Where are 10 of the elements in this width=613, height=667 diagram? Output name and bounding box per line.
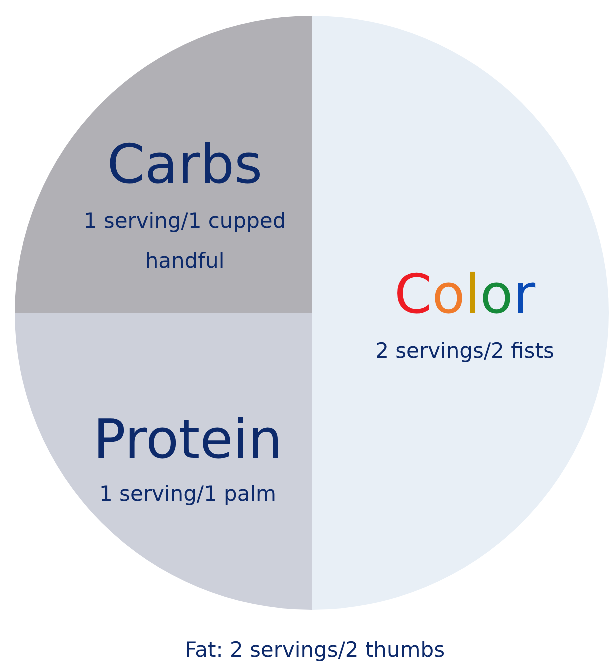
pie-slice [15, 313, 312, 610]
slice-title: Carbs [106, 135, 264, 195]
pie-slice [15, 16, 312, 313]
slice-title: Color [393, 265, 537, 325]
pie-slice [312, 16, 609, 610]
serving-text: 2 servings/2 fists [374, 338, 556, 366]
note-text: Fat: 2 servings/2 thumbs [184, 638, 446, 662]
serving-text: 1 serving/1 cupped handful [82, 208, 288, 275]
serving-text: 1 serving/1 palm [98, 481, 278, 508]
slice-title: Protein [92, 410, 284, 470]
